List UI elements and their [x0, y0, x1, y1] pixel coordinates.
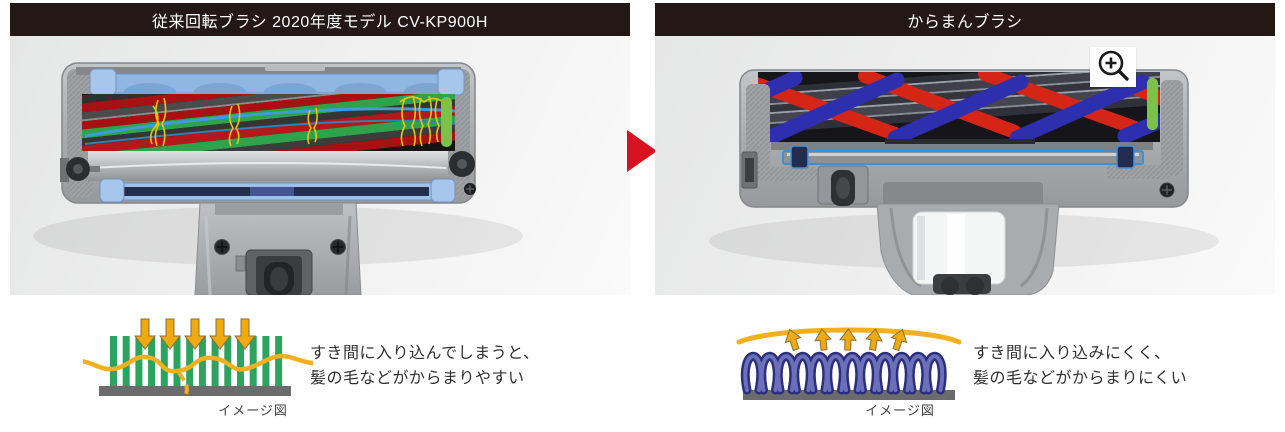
right-caption-line1: すき間に入り込みにくく、: [973, 345, 1171, 362]
right-caption: すき間に入り込みにくく、 髪の毛などがからまりにくい: [973, 341, 1187, 391]
karaman-brush-head-illustration: [709, 69, 1219, 295]
right-caption-line2: 髪の毛などがからまりにくい: [973, 370, 1188, 387]
left-diagram-label: イメージ図: [218, 403, 288, 418]
right-triangle-arrow-icon: [627, 130, 657, 172]
left-caption: すき間に入り込んでしまうと、 髪の毛などがからまりやすい: [310, 341, 540, 391]
left-panel-header: 従来回転ブラシ 2020年度モデル CV-KP900H: [10, 3, 630, 36]
left-brush-photo: [10, 36, 630, 295]
right-panel-title: からまんブラシ: [907, 13, 1023, 31]
left-caption-line2: 髪の毛などがからまりやすい: [310, 370, 525, 387]
right-brush-photo[interactable]: [655, 36, 1275, 295]
zoom-in-button[interactable]: [1090, 47, 1136, 87]
left-caption-line1: すき間に入り込んでしまうと、: [310, 345, 540, 362]
conventional-brush-head-illustration: [33, 62, 523, 295]
left-panel-title: 従来回転ブラシ 2020年度モデル CV-KP900H: [152, 13, 488, 31]
loop-brush-diagram: [736, 327, 962, 400]
bristle-gap-diagram: [83, 318, 313, 396]
right-diagram-label: イメージ図: [865, 403, 935, 418]
magnifier-plus-icon: [1098, 50, 1129, 81]
right-panel-header: からまんブラシ: [655, 3, 1275, 36]
